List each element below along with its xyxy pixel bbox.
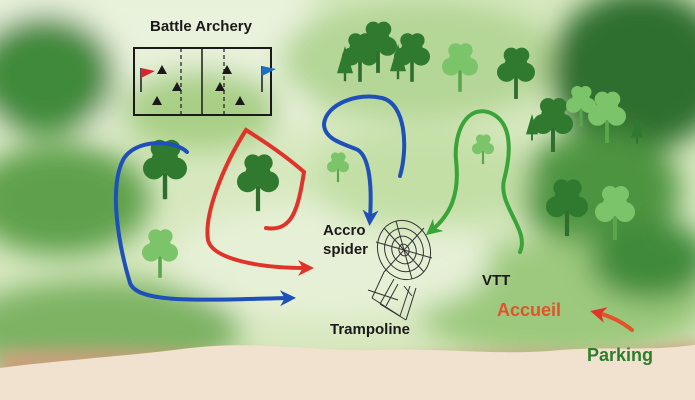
- accro-spider-label: Accro spider: [323, 221, 368, 259]
- battle-archery-label: Battle Archery: [150, 18, 252, 35]
- accueil-label: Accueil: [497, 300, 562, 320]
- spider-web-icon: [367, 219, 433, 321]
- green-route-arrow: [425, 109, 524, 254]
- parking-label: Parking: [587, 345, 654, 365]
- spider-label: spider: [323, 241, 369, 258]
- accro-label: Accro: [323, 222, 366, 239]
- ground-terrain: [0, 344, 695, 400]
- accueil-arrow: [590, 307, 634, 332]
- trampoline-label: Trampoline: [330, 321, 411, 338]
- blue-flag-icon: [261, 66, 276, 92]
- red-route-arrow: [205, 127, 314, 276]
- blue-route-arrow: [113, 141, 296, 307]
- battle-archery-field: [133, 47, 276, 116]
- vtt-label: VTT: [482, 272, 511, 289]
- red-flag-icon: [140, 68, 155, 92]
- blue-route-accro-arrow: [321, 94, 407, 226]
